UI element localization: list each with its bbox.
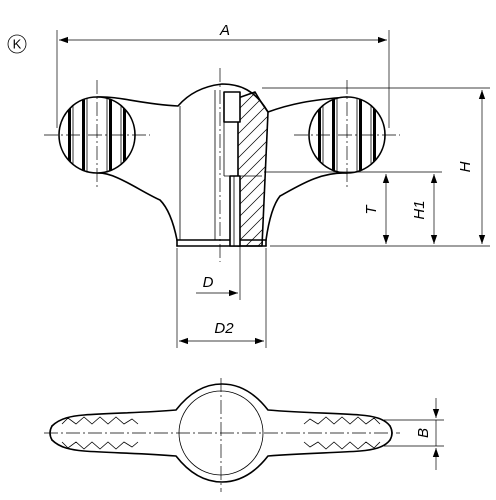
variant-marker: K: [7, 34, 27, 54]
dimension-T-label: T: [363, 204, 380, 215]
top-view: [44, 378, 400, 492]
dimension-H: H: [262, 87, 490, 247]
right-grip-ribs: [303, 416, 381, 450]
dimension-H1: H1: [264, 171, 442, 244]
section-hatch: [223, 91, 269, 247]
dimension-D-label: D: [203, 274, 214, 291]
variant-marker-label: K: [13, 37, 22, 52]
dimension-H-label: H: [457, 161, 474, 172]
dimension-D2: D2: [176, 248, 267, 348]
dimension-A-label: A: [219, 22, 230, 39]
dimension-B: B: [384, 398, 444, 470]
dimension-D: D: [196, 246, 241, 300]
right-knob: [294, 80, 400, 190]
dimension-B-label: B: [415, 428, 432, 438]
front-view: [44, 68, 400, 262]
dimension-A: A: [56, 22, 390, 128]
dimension-D2-label: D2: [214, 320, 234, 337]
left-knob: [44, 80, 150, 190]
left-grip-ribs: [61, 416, 139, 450]
dimension-T: T: [363, 174, 390, 244]
dimension-H1-label: H1: [411, 200, 428, 219]
